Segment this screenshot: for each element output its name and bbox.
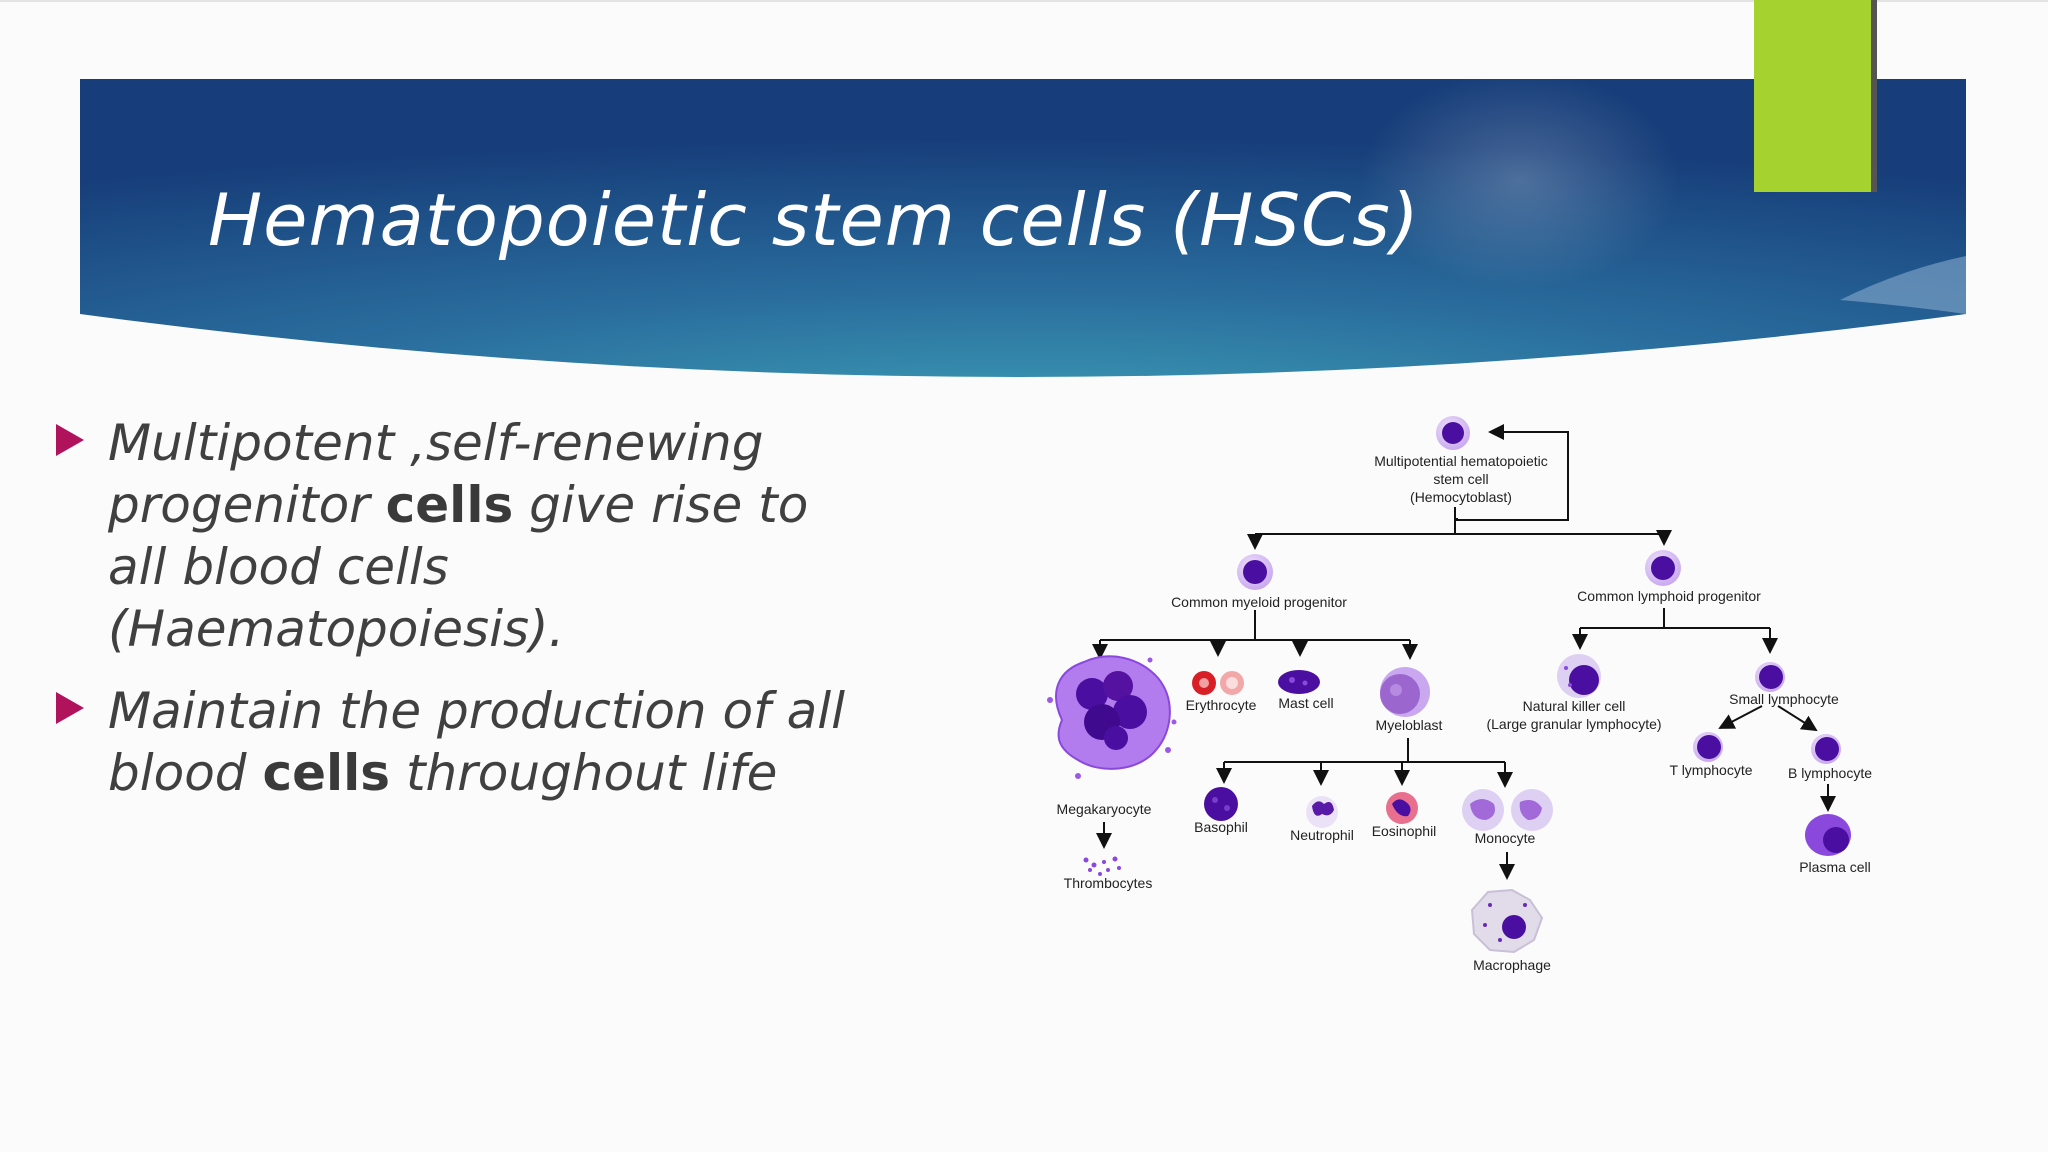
hsc-label-line-2: stem cell (1433, 471, 1488, 487)
monocyte-cell-icon (1462, 789, 1553, 831)
macrophage-cell-icon (1470, 888, 1544, 954)
lymphoid-progenitor-label: Common lymphoid progenitor (1577, 588, 1761, 604)
accent-tab (1754, 0, 1871, 192)
bullet-arrow-icon (56, 692, 84, 724)
myeloid-progenitor-label: Common myeloid progenitor (1171, 594, 1347, 610)
slide-title: Hematopoietic stem cells (HSCs) (208, 178, 1420, 262)
bullet-item: Maintain the production of all blood cel… (52, 680, 882, 804)
nk-cell-label-line-1: Natural killer cell (1523, 698, 1626, 714)
myeloid-progenitor-cell-icon (1237, 554, 1273, 590)
megakaryocyte-cell-icon (1047, 655, 1177, 779)
lymphoid-progenitor-cell-icon (1645, 550, 1681, 586)
neutrophil-cell-icon (1306, 796, 1338, 828)
megakaryocyte-label: Megakaryocyte (1057, 801, 1152, 817)
erythrocyte-label: Erythrocyte (1186, 697, 1257, 713)
macrophage-label: Macrophage (1473, 957, 1551, 973)
basophil-cell-icon (1204, 787, 1238, 821)
nk-cell-icon (1557, 654, 1601, 698)
small-lymphocyte-label: Small lymphocyte (1729, 691, 1839, 707)
t-lymphocyte-label: T lymphocyte (1670, 762, 1753, 778)
myeloblast-cell-icon (1380, 667, 1430, 717)
bullet-list: Multipotent ,self-renewing progenitor ce… (52, 412, 882, 824)
small-lymphocyte-cell-icon (1755, 662, 1785, 692)
myeloblast-label: Myeloblast (1376, 717, 1443, 733)
mast-cell-label: Mast cell (1278, 695, 1333, 711)
b-lymphocyte-cell-icon (1811, 734, 1841, 764)
thrombocytes-icon (1083, 856, 1121, 876)
thrombocytes-label: Thrombocytes (1064, 875, 1153, 891)
erythrocyte-cell-icon (1192, 671, 1244, 695)
bullet-text: Multipotent ,self-renewing progenitor ce… (108, 414, 809, 658)
nk-cell-label-line-2: (Large granular lymphocyte) (1486, 716, 1661, 732)
title-banner (80, 70, 1966, 377)
bullet-arrow-icon (56, 424, 84, 456)
hsc-cell-icon (1436, 416, 1470, 450)
hematopoiesis-diagram: Multipotential hematopoietic stem cell (… (1047, 416, 1872, 973)
eosinophil-label: Eosinophil (1372, 823, 1437, 839)
eosinophil-cell-icon (1386, 792, 1418, 824)
b-lymphocyte-label: B lymphocyte (1788, 765, 1872, 781)
connector-lines (1092, 424, 1836, 880)
hsc-label-line-3: (Hemocytoblast) (1410, 489, 1512, 505)
neutrophil-label: Neutrophil (1290, 827, 1354, 843)
bullet-text: Maintain the production of all blood cel… (108, 682, 846, 802)
t-lymphocyte-cell-icon (1693, 732, 1723, 762)
plasma-cell-icon (1805, 814, 1851, 856)
bullet-item: Multipotent ,self-renewing progenitor ce… (52, 412, 882, 660)
mast-cell-icon (1278, 670, 1320, 694)
plasma-cell-label: Plasma cell (1799, 859, 1871, 875)
hsc-label-line-1: Multipotential hematopoietic (1374, 453, 1548, 469)
monocyte-label: Monocyte (1475, 830, 1536, 846)
top-border (0, 0, 2048, 2)
basophil-label: Basophil (1194, 819, 1248, 835)
